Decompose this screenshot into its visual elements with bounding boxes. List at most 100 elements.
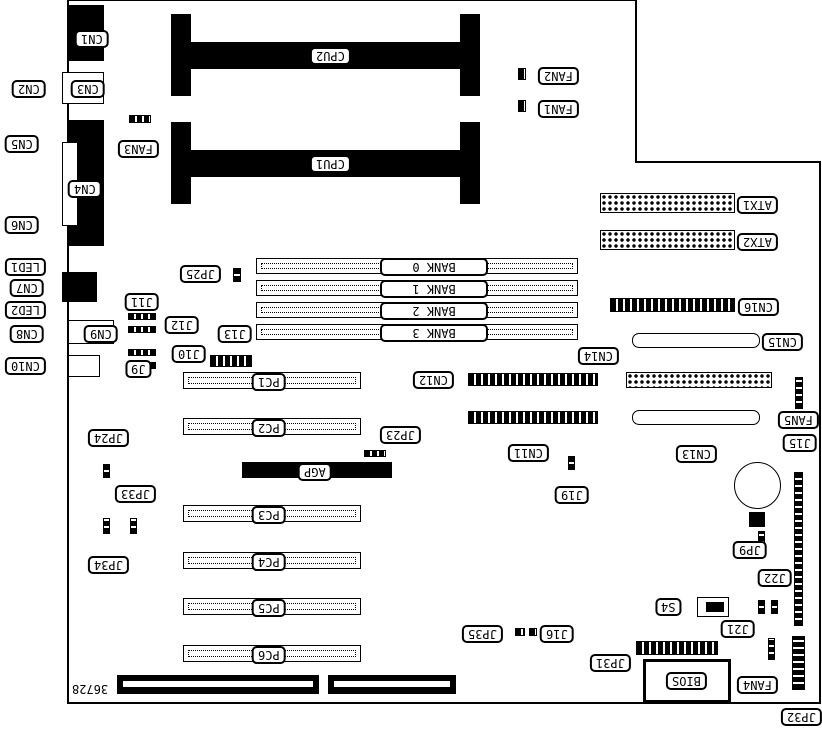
- label-pc5: PC5: [252, 599, 286, 617]
- label-cpu1: CPU1: [310, 155, 351, 173]
- label-bank1: BANK 1: [380, 280, 488, 298]
- label-led2: LED2: [5, 301, 46, 319]
- atx2-connector: [600, 230, 735, 250]
- label-jp32: JP32: [781, 708, 822, 726]
- label-fan5: FAN5: [778, 411, 819, 429]
- label-bank2: BANK 2: [380, 302, 488, 320]
- label-cn12: CN12: [413, 371, 454, 389]
- bios-chip: [643, 659, 731, 703]
- cn14-connector: [626, 372, 772, 388]
- jp24-jumper: [103, 464, 110, 478]
- label-fan1: FAN1: [538, 100, 579, 118]
- label-cn11: CN11: [508, 444, 549, 462]
- label-cn1: CN1: [75, 30, 109, 48]
- label-jp25: JP25: [180, 265, 221, 283]
- label-pc3: PC3: [252, 506, 286, 524]
- cpu1-latch: [460, 122, 480, 204]
- figure-number: 36728: [72, 682, 109, 696]
- jp32-header: [792, 636, 805, 690]
- label-cn15: CN15: [762, 333, 803, 351]
- label-fan4: FAN4: [737, 676, 778, 694]
- fan5-header: [795, 377, 803, 409]
- cn13-connector: [632, 410, 760, 425]
- cpu2-latch: [171, 14, 191, 96]
- label-s4: S4: [655, 598, 682, 616]
- label-cn5: CN5: [5, 135, 39, 153]
- j22-jumper: [771, 600, 778, 614]
- label-j21: J21: [721, 620, 755, 638]
- label-cn2: CN2: [12, 80, 46, 98]
- fan3-header: [129, 115, 151, 123]
- label-pc1: PC1: [252, 373, 286, 391]
- label-bios: BIOS: [666, 672, 707, 690]
- fan1-header: [518, 100, 526, 112]
- atx1-connector: [600, 193, 735, 213]
- label-bank3: BANK 3: [380, 324, 488, 342]
- j11-header: [128, 313, 156, 320]
- cn11-connector: [468, 411, 598, 424]
- fan2-header: [518, 68, 526, 80]
- cn12-connector: [468, 373, 598, 386]
- cn16-connector: [610, 298, 735, 312]
- isa-slot-2: [328, 675, 456, 694]
- cn7-connector: [62, 272, 97, 302]
- label-j13: J13: [218, 325, 252, 343]
- jp31-header: [636, 641, 718, 655]
- label-cn9: CN9: [84, 325, 118, 343]
- j15-header: [794, 472, 803, 626]
- label-cn16: CN16: [738, 298, 779, 316]
- label-j12: J12: [165, 316, 199, 334]
- j19-jumper: [568, 456, 575, 470]
- label-jp34: JP34: [88, 556, 129, 574]
- j16-jumper: [529, 628, 537, 636]
- label-atx2: ATX2: [737, 233, 778, 251]
- jp35-jumper: [515, 628, 525, 636]
- cn15-connector: [632, 333, 760, 348]
- label-led1: LED1: [5, 258, 46, 276]
- label-atx1: ATX1: [737, 196, 778, 214]
- label-cn10: CN10: [5, 357, 46, 375]
- label-j15: J15: [783, 434, 817, 452]
- label-jp24: JP24: [88, 429, 129, 447]
- j10-header: [128, 349, 156, 356]
- j13-header: [210, 355, 252, 367]
- cpu2-latch: [460, 14, 480, 96]
- label-fan3: FAN3: [118, 140, 159, 158]
- label-j16: J16: [540, 625, 574, 643]
- label-cn4: CN4: [68, 180, 102, 198]
- battery-clip: [749, 512, 765, 527]
- label-cn7: CN7: [10, 279, 44, 297]
- battery: [734, 462, 781, 509]
- label-bank0: BANK 0: [380, 258, 488, 276]
- label-pc2: PC2: [252, 419, 286, 437]
- cpu1-latch: [171, 122, 191, 204]
- label-agp: AGP: [298, 463, 332, 481]
- label-j19: J19: [555, 486, 589, 504]
- jp34-jumper: [103, 518, 110, 534]
- label-jp23: JP23: [380, 426, 421, 444]
- j21-jumper: [758, 600, 765, 614]
- jp33-jumper: [130, 518, 137, 534]
- label-fan2: FAN2: [538, 67, 579, 85]
- label-cpu2: CPU2: [310, 47, 351, 65]
- label-pc4: PC4: [252, 553, 286, 571]
- label-cn14: CN14: [578, 347, 619, 365]
- label-jp33: JP33: [115, 485, 156, 503]
- jp25-jumper: [233, 268, 241, 282]
- label-cn8: CN8: [10, 325, 44, 343]
- s4-switch: [697, 597, 729, 617]
- label-cn3: CN3: [71, 80, 105, 98]
- label-jp31: JP31: [590, 654, 631, 672]
- label-cn13: CN13: [676, 445, 717, 463]
- label-j9: J9: [125, 360, 152, 378]
- label-jp9: JP9: [733, 541, 767, 559]
- label-jp35: JP35: [462, 625, 503, 643]
- label-j10: J10: [172, 345, 206, 363]
- cn10-connector: [68, 355, 100, 377]
- label-j22: J22: [758, 569, 792, 587]
- j12-header: [128, 326, 156, 333]
- fan4-header: [768, 638, 775, 660]
- jp23-jumper: [364, 450, 386, 457]
